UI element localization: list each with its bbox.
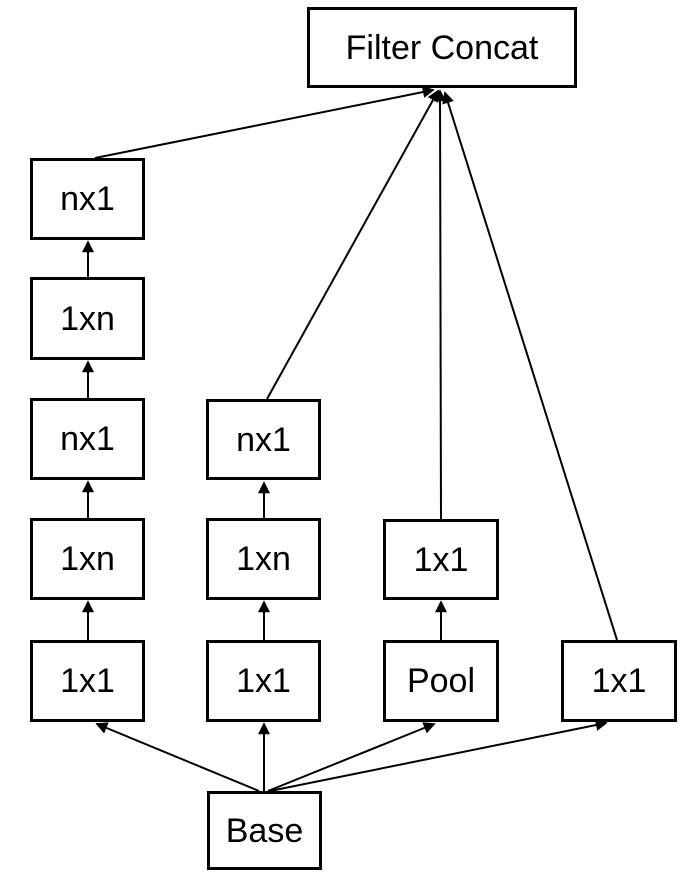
edge-base-to-b3-pool — [267, 722, 436, 792]
node-label-b1-1xn-bot: 1xn — [60, 540, 115, 578]
node-label-base: Base — [225, 811, 304, 850]
node-label-b1-1xn-top: 1xn — [60, 299, 115, 338]
node-b1-1xn-top: 1xn — [30, 277, 145, 360]
edge-base-to-b4-1x1 — [269, 719, 608, 792]
edge-b4-1x1-to-filter-concat — [442, 91, 618, 641]
node-b4-1x1: 1x1 — [561, 640, 677, 722]
edge-b3-1x1-to-filter-concat — [434, 89, 447, 520]
node-b1-nx1-top: nx1 — [30, 158, 145, 240]
edge-b1-nx1-top-to-filter-concat — [94, 86, 435, 159]
node-b2-nx1: nx1 — [206, 399, 321, 480]
node-b3-pool: Pool — [383, 640, 499, 722]
edge-b2-nx1-to-filter-concat — [266, 89, 439, 400]
node-label-b2-1xn: 1xn — [236, 540, 291, 578]
node-label-b2-1x1: 1x1 — [236, 662, 291, 700]
node-b1-1x1: 1x1 — [30, 640, 145, 722]
edge-base-to-b1-1x1 — [95, 722, 260, 792]
node-label-b3-1x1: 1x1 — [413, 540, 469, 579]
node-b3-1x1: 1x1 — [383, 519, 499, 600]
node-b2-1x1: 1x1 — [206, 640, 321, 722]
node-label-b1-1x1: 1x1 — [60, 662, 115, 700]
node-label-b1-nx1-mid: nx1 — [60, 420, 115, 458]
node-b1-nx1-mid: nx1 — [30, 398, 145, 480]
node-label-b3-pool: Pool — [406, 662, 476, 700]
node-label-b1-nx1-top: nx1 — [60, 180, 115, 218]
node-label-filter-concat: Filter Concat — [345, 28, 539, 67]
node-label-b2-nx1: nx1 — [236, 420, 291, 459]
node-base: Base — [207, 791, 322, 870]
node-b1-1xn-bot: 1xn — [30, 518, 145, 600]
node-filter-concat: Filter Concat — [307, 7, 577, 88]
node-label-b4-1x1: 1x1 — [591, 662, 647, 700]
node-b2-1xn: 1xn — [206, 518, 321, 600]
